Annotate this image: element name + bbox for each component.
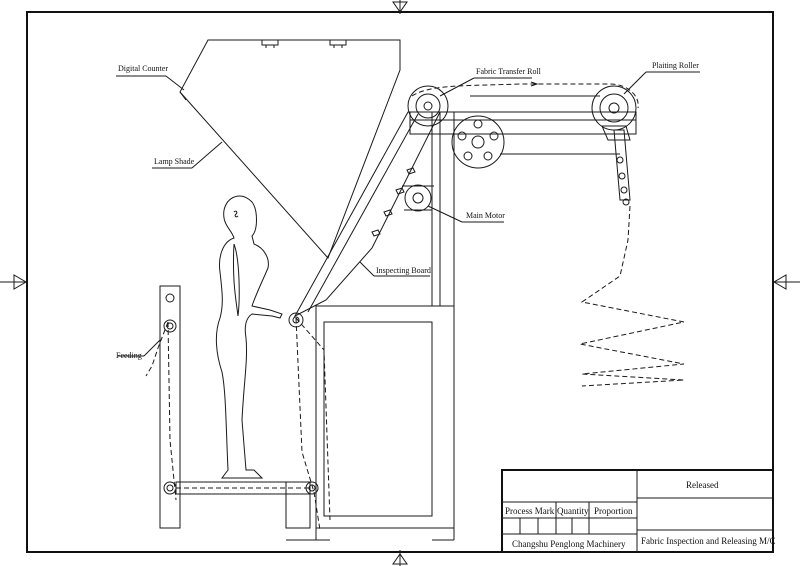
title-block-status: Released [686, 480, 719, 490]
title-block-company: Changshu Penglong Machinery [512, 539, 626, 549]
label-leaders [116, 71, 700, 357]
centering-mark-bottom [392, 550, 408, 566]
inspecting-board [293, 111, 441, 318]
transfer-belt [411, 81, 639, 109]
centering-mark-left [0, 274, 28, 290]
board-lamps [371, 167, 416, 237]
title-block-drawing-title: Fabric Inspection and Releasing M/C [641, 536, 775, 546]
label-feeding: Feeding [116, 351, 142, 360]
centering-mark-top [392, 0, 408, 14]
fabric-plaits [579, 205, 685, 387]
operator-figure [215, 195, 283, 479]
title-block-quantity: Quantity [557, 506, 589, 516]
fabric-path [145, 317, 331, 531]
label-inspecting-board: Inspecting Board [376, 266, 431, 275]
label-fabric-transfer-roll: Fabric Transfer Roll [476, 67, 542, 76]
title-block [501, 469, 774, 553]
fabric-transfer-roll [407, 85, 449, 127]
upper-frame [409, 111, 637, 155]
title-block-proportion: Proportion [594, 506, 633, 516]
plaiting-roller [591, 85, 637, 206]
drive-wheel [451, 115, 505, 169]
label-plaiting-roller: Plaiting Roller [652, 61, 699, 70]
label-main-motor: Main Motor [466, 211, 505, 220]
lamp-shade [179, 39, 401, 259]
feeding-stand [159, 285, 319, 529]
centering-mark-right [772, 274, 800, 290]
machine-frame [286, 111, 455, 541]
label-lamp-shade: Lamp Shade [154, 157, 195, 166]
board-lower-roller [288, 312, 304, 328]
label-digital-counter: Digital Counter [118, 64, 168, 73]
main-motor [402, 184, 434, 212]
counter-display [261, 39, 347, 48]
title-block-process-mark: Process Mark [505, 506, 555, 516]
